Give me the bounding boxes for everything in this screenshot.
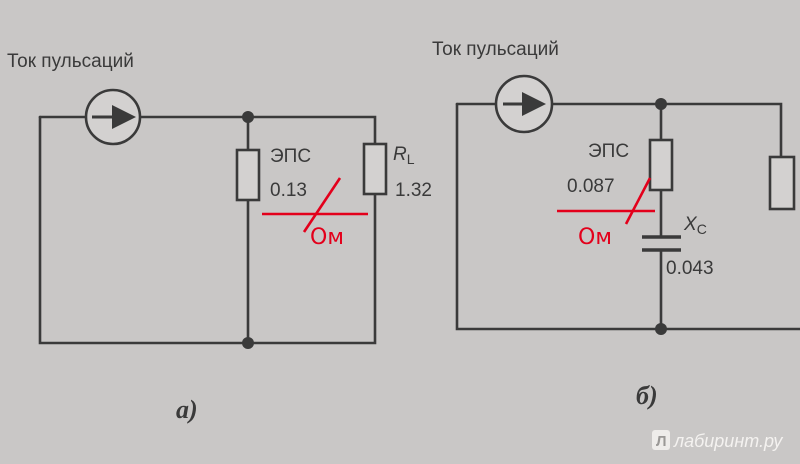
diagram-a-outer-wire xyxy=(38,115,377,345)
diagram-b-annotation-stroke xyxy=(624,177,652,225)
diagram-a-current-source-icon xyxy=(84,88,142,146)
diagram-a-node-top xyxy=(242,111,254,123)
diagram-b-esr-value: 0.087 xyxy=(567,176,615,197)
svg-text:Л: Л xyxy=(656,433,667,450)
diagram-b-title: Ток пульсаций xyxy=(432,39,559,60)
watermark-text: лабиринт.ру xyxy=(673,431,783,451)
diagram-a-load-resistor xyxy=(362,142,388,196)
diagram-b-esr-label: ЭПС xyxy=(588,141,629,162)
diagram-b-outer-wire xyxy=(455,102,800,331)
diagram-a-esr-label: ЭПС xyxy=(270,146,311,167)
diagram-a-esr-resistor xyxy=(235,148,261,202)
diagram-a-annotation-text: Ом xyxy=(310,225,344,250)
diagram-b-top-wire xyxy=(455,102,783,159)
diagram-a-node-bottom xyxy=(242,337,254,349)
diagram-b-node-top xyxy=(655,98,667,110)
diagram-b-node-bottom xyxy=(655,323,667,335)
diagram-b-caption: б) xyxy=(636,381,658,410)
diagram-b-cap-label: XC xyxy=(683,214,707,237)
diagram-b-cap-value: 0.043 xyxy=(666,258,714,279)
diagram-b-esr-resistor xyxy=(648,138,674,192)
diagram-a-load-value: 1.32 xyxy=(395,180,432,201)
diagram-a-caption: а) xyxy=(176,395,198,424)
diagram-a-title: Ток пульсаций xyxy=(7,51,134,72)
watermark-logo: Л лабиринт.ру xyxy=(652,430,783,451)
diagram-a-load-label: RL xyxy=(393,144,415,167)
diagram-a-esr-value: 0.13 xyxy=(270,180,307,201)
diagram-b-current-source-icon xyxy=(494,74,554,134)
diagram-b-capacitor xyxy=(642,235,681,252)
diagram-a: Ток пульсаций ЭПС 0.13 RL 1.32 Ом а) xyxy=(7,51,432,424)
diagram-b-annotation-text: Ом xyxy=(578,225,612,250)
diagram-a-annotation-stroke xyxy=(302,177,342,233)
diagram-b: Ток пульсаций ЭПС 0.087 XC 0.043 xyxy=(432,39,800,410)
diagram-a-top-wire xyxy=(38,115,377,146)
diagram-b-load-resistor xyxy=(768,155,796,211)
